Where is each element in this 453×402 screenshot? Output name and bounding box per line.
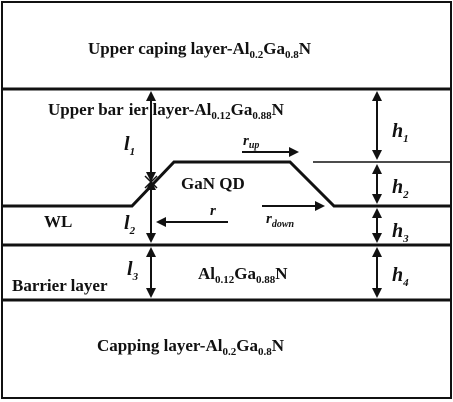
barrier-layer-label: Barrier layer [12, 276, 108, 295]
h4-label: h4 [392, 264, 409, 289]
capping-layer-label: Capping layer-Al0.2Ga0.8N [97, 336, 285, 358]
h2-label: h2 [392, 176, 409, 201]
l1-label: l1 [124, 133, 135, 158]
upper-capping-label: Upper caping layer-Al0.2Ga0.8N [88, 39, 312, 61]
h1-label: h1 [392, 120, 409, 145]
wl-label: WL [44, 212, 72, 231]
r-down-label: rdown [266, 211, 295, 230]
h3-label: h3 [392, 220, 409, 245]
gan-qd-label: GaN QD [181, 174, 245, 193]
l3-label: l3 [127, 258, 139, 283]
barrier-composition-label: Al0.12Ga0.88N [198, 264, 288, 286]
l2-label: l2 [124, 212, 136, 237]
qd-apex-cross-2 [144, 175, 158, 189]
r-up-label: rup [243, 133, 259, 151]
qd-profile-line [2, 160, 451, 208]
r-label: r [210, 203, 216, 219]
